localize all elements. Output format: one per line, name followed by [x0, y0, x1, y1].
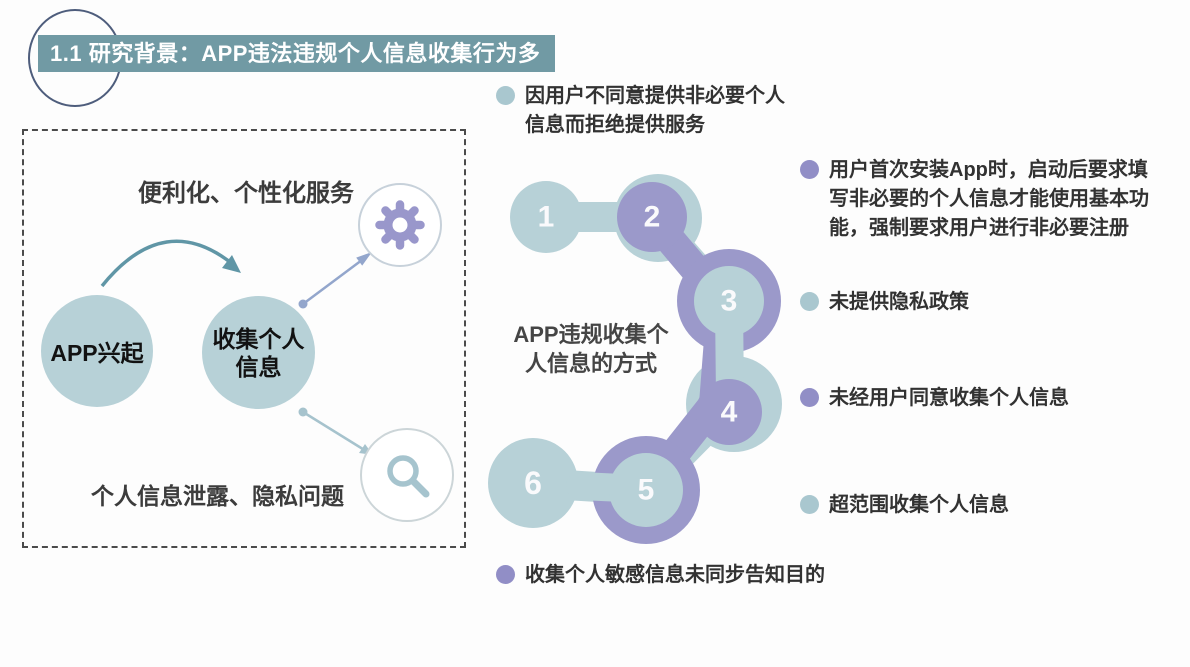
bullet-text: 因用户不同意提供非必要个人信息而拒绝提供服务: [525, 85, 785, 136]
bullet-item-3: 未提供隐私政策: [800, 288, 1169, 317]
flow-center-label: APP违规收集个 人信息的方式: [513, 322, 669, 376]
left-panel-dashed-box: [22, 129, 466, 548]
bullet-text: 超范围收集个人信息: [829, 494, 1009, 516]
bullet-text: 用户首次安装App时，启动后要求填写非必要的个人信息才能使用基本功能，强制要求用…: [829, 159, 1149, 239]
flow-step-1-circle: [510, 181, 582, 253]
bullet-item-1: 因用户不同意提供非必要个人信息而拒绝提供服务: [496, 82, 793, 140]
bullet-item-5: 超范围收集个人信息: [800, 491, 1169, 520]
gear-badge: [358, 183, 442, 267]
search-icon: [387, 455, 430, 498]
left-panel-top-label: 便利化、个性化服务: [138, 180, 354, 207]
arrow-to-magnifier: [298, 407, 373, 455]
flow-step-4-number: 4: [721, 396, 738, 429]
gear-icon: [375, 200, 425, 250]
bullet-item-2: 用户首次安装App时，启动后要求填写非必要的个人信息才能使用基本功能，强制要求用…: [800, 156, 1163, 243]
bullet-dot-teal: [496, 86, 515, 105]
flow-snake-diagram: 1 2 3 4 5 6: [488, 174, 782, 544]
flow-step-3-number: 3: [721, 285, 738, 318]
bullet-item-6: 收集个人敏感信息未同步告知目的: [496, 561, 945, 590]
bullet-dot-purple: [496, 565, 515, 584]
bullet-dot-teal: [800, 495, 819, 514]
bullet-text: 未提供隐私政策: [829, 291, 969, 313]
bullet-dot-teal: [800, 292, 819, 311]
node-app-rise-label: APP兴起: [50, 340, 144, 366]
flow-step-4-circle: [696, 379, 762, 445]
arrow-to-gear: [298, 252, 372, 309]
flow-step-5-number: 5: [638, 474, 655, 507]
flow-step-2-number: 2: [644, 201, 661, 234]
node-app-rise: APP兴起: [41, 295, 153, 407]
flow-step-1-number: 1: [538, 201, 555, 234]
bullet-dot-purple: [800, 388, 819, 407]
curved-arrow: [100, 239, 241, 288]
left-panel-arrows: [100, 239, 373, 455]
bullet-dot-purple: [800, 160, 819, 179]
magnifier-badge: [360, 428, 454, 522]
slide-title: 1.1 研究背景：APP违法违规个人信息收集行为多: [50, 41, 541, 66]
flow-step-6-number: 6: [524, 465, 542, 501]
flow-step-3-circle: [694, 266, 764, 336]
bullet-item-4: 未经用户同意收集个人信息: [800, 384, 1169, 413]
flow-step-6-circle: [488, 438, 578, 528]
flow-step-5-circle: [609, 453, 683, 527]
node-collect-info-label: 收集个人 信息: [212, 325, 305, 380]
left-panel-bottom-label: 个人信息泄露、隐私问题: [91, 483, 344, 509]
bullet-text: 收集个人敏感信息未同步告知目的: [525, 564, 825, 586]
flow-step-2-circle: [617, 182, 687, 252]
slide-title-bar: 1.1 研究背景：APP违法违规个人信息收集行为多: [38, 35, 556, 72]
bullet-text: 未经用户同意收集个人信息: [829, 387, 1069, 409]
node-collect-info: 收集个人 信息: [202, 296, 315, 409]
